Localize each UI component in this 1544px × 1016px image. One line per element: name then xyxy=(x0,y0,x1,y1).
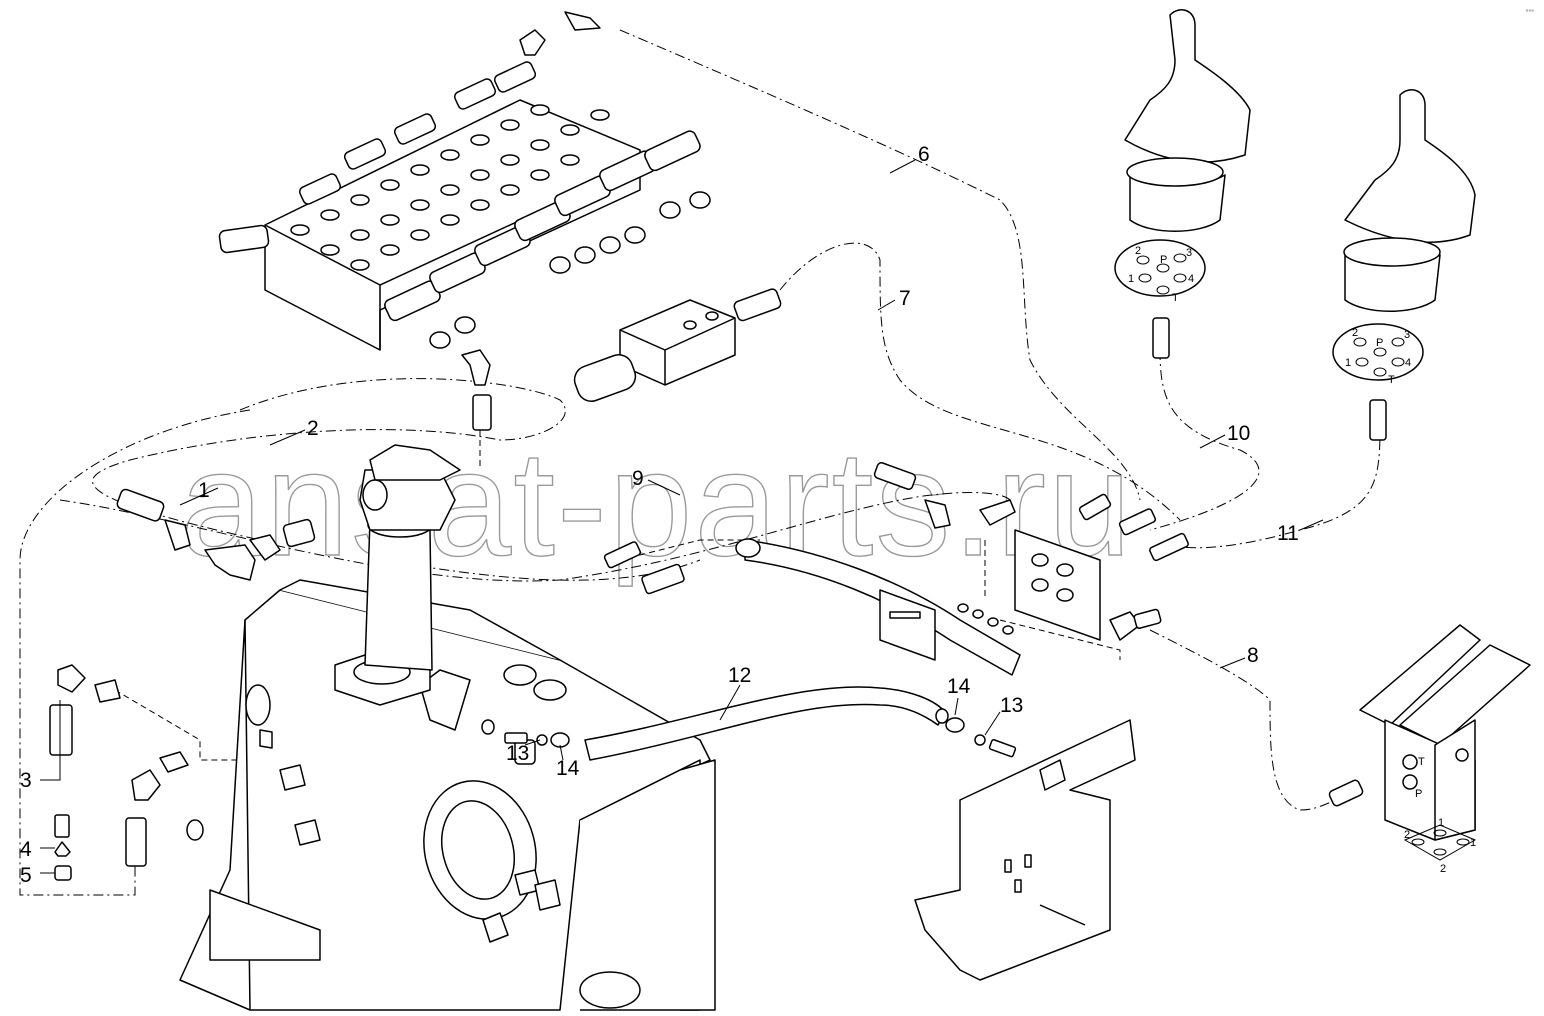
washer-13a xyxy=(536,734,548,746)
solenoid-valve xyxy=(573,288,782,402)
port-4-label: 4 xyxy=(1405,357,1411,369)
watermark: ansat-parts.ru xyxy=(180,419,1133,587)
port-4-label: 4 xyxy=(1188,273,1194,285)
leader-lines xyxy=(40,159,1324,874)
fittings-left xyxy=(49,488,316,881)
callout-4: 4 xyxy=(20,838,32,861)
joystick-left: 2 P 3 1 4 T xyxy=(1114,9,1251,359)
hose-3-loop xyxy=(19,409,251,896)
hydraulic-tank xyxy=(179,579,716,1011)
callout-5: 5 xyxy=(20,864,32,887)
port-3-label: 3 xyxy=(1186,247,1192,259)
pedal-port-p-label: P xyxy=(1415,788,1422,800)
callout-2: 2 xyxy=(307,417,319,440)
port-t-label: T xyxy=(1388,374,1395,386)
hose-10 xyxy=(1149,349,1260,531)
mounting-bracket xyxy=(914,719,1136,981)
callout-8: 8 xyxy=(1247,644,1259,667)
callout-9: 9 xyxy=(632,467,644,490)
hose-end-bottom xyxy=(472,394,492,431)
corner-mark: ▪▪▪ xyxy=(1525,6,1534,15)
callout-10: 10 xyxy=(1227,422,1250,445)
clamp-14b xyxy=(945,717,965,733)
callout-13b: 13 xyxy=(1000,694,1023,717)
callouts: 1 2 3 4 5 6 7 8 9 10 11 12 13 13 14 14 xyxy=(20,143,1299,887)
port-p-label: P xyxy=(1160,254,1167,266)
elbow-fitting-top xyxy=(519,29,546,56)
callout-13a: 13 xyxy=(506,742,529,765)
joystick-right: 2 P 3 1 4 T xyxy=(1332,89,1476,441)
callout-14b: 14 xyxy=(947,675,971,698)
pedal-port-2-bottom: 2 xyxy=(1440,863,1446,875)
cap-5 xyxy=(54,865,72,881)
port-1-label: 1 xyxy=(1345,357,1351,369)
port-2-label: 2 xyxy=(1352,327,1358,339)
link-3a xyxy=(114,689,240,761)
adapter-3 xyxy=(94,679,121,703)
elbow-fitting-bottom xyxy=(461,349,491,386)
nipple-4 xyxy=(54,841,71,857)
port-1-label: 1 xyxy=(1128,273,1134,285)
washer-13b xyxy=(974,734,986,746)
port-2-label: 2 xyxy=(1135,245,1141,257)
hose-7 xyxy=(779,242,1181,521)
port-3-label: 3 xyxy=(1404,329,1410,341)
control-valve-block xyxy=(218,11,711,431)
port-t-label: T xyxy=(1172,292,1179,304)
valve-ports xyxy=(290,104,610,271)
filler-neck xyxy=(419,669,471,731)
link-9b xyxy=(619,539,760,561)
callout-14a: 14 xyxy=(556,757,580,780)
clamp-14a xyxy=(550,732,570,748)
link-8 xyxy=(999,619,1121,660)
hose-12 xyxy=(481,686,1017,761)
hose-3-end xyxy=(49,704,73,756)
pedal-port-1-right: 1 xyxy=(1470,837,1476,849)
callout-11: 11 xyxy=(1277,522,1299,545)
hose-11 xyxy=(1169,419,1381,549)
return-filter xyxy=(334,444,461,706)
pedal-port-t-label: T xyxy=(1418,756,1425,768)
port-p-label: P xyxy=(1376,337,1383,349)
hose-2 xyxy=(92,378,566,541)
valve-spools xyxy=(218,61,711,349)
pedal-port-2-left: 2 xyxy=(1404,829,1410,841)
mount-bracket-9 xyxy=(879,589,936,661)
hose-end-top xyxy=(564,11,601,31)
callout-3: 3 xyxy=(20,769,32,792)
manifold-center xyxy=(603,462,1189,676)
pipe-9 xyxy=(744,539,1021,676)
hose-9 xyxy=(59,492,1011,582)
hose-8 xyxy=(1149,629,1341,811)
callout-12: 12 xyxy=(728,664,751,687)
pedal-port-1-top: 1 xyxy=(1438,817,1444,829)
callout-1: 1 xyxy=(198,479,210,502)
callout-6: 6 xyxy=(918,143,930,166)
pedal-valve: T P 1 2 1 2 xyxy=(1328,624,1531,875)
hose-6 xyxy=(619,29,1141,501)
callout-7: 7 xyxy=(899,287,911,310)
elbow-fitting-3 xyxy=(57,664,86,693)
